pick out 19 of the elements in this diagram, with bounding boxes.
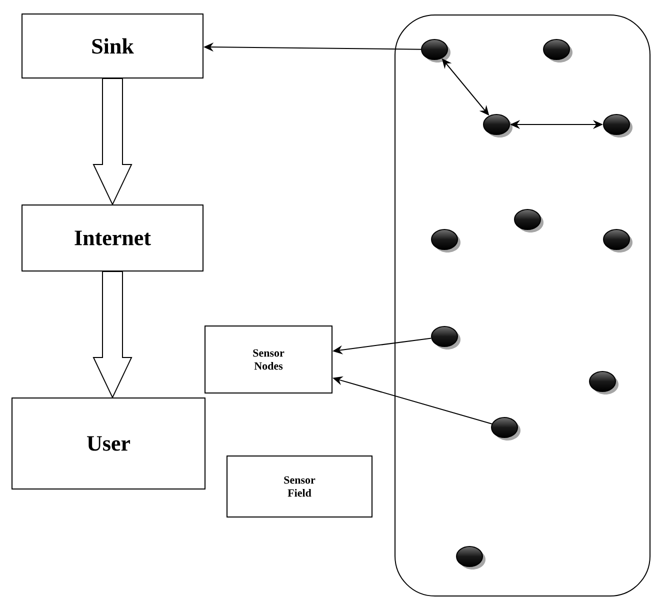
block-arrow	[92, 271, 132, 399]
text-box: Sink	[22, 14, 204, 78]
sensor-dot	[483, 114, 512, 138]
text-box: Sensor Nodes	[204, 326, 332, 394]
sensor-dot	[431, 229, 460, 252]
sensor-dot	[543, 39, 572, 62]
field-boundary	[394, 14, 650, 596]
sensor-dot	[431, 326, 460, 350]
sensor-dot	[589, 371, 618, 394]
text-box: User	[12, 398, 206, 490]
text-box: Internet	[22, 204, 204, 272]
sensor-dot	[514, 209, 544, 232]
sensor-dot	[421, 39, 450, 62]
block-arrow	[92, 78, 132, 206]
sensor-dot	[456, 546, 486, 570]
sensor-dot	[603, 229, 632, 252]
sensor-dot	[603, 114, 632, 138]
sensor-dot	[491, 417, 520, 440]
text-box: Sensor Field	[226, 456, 372, 518]
